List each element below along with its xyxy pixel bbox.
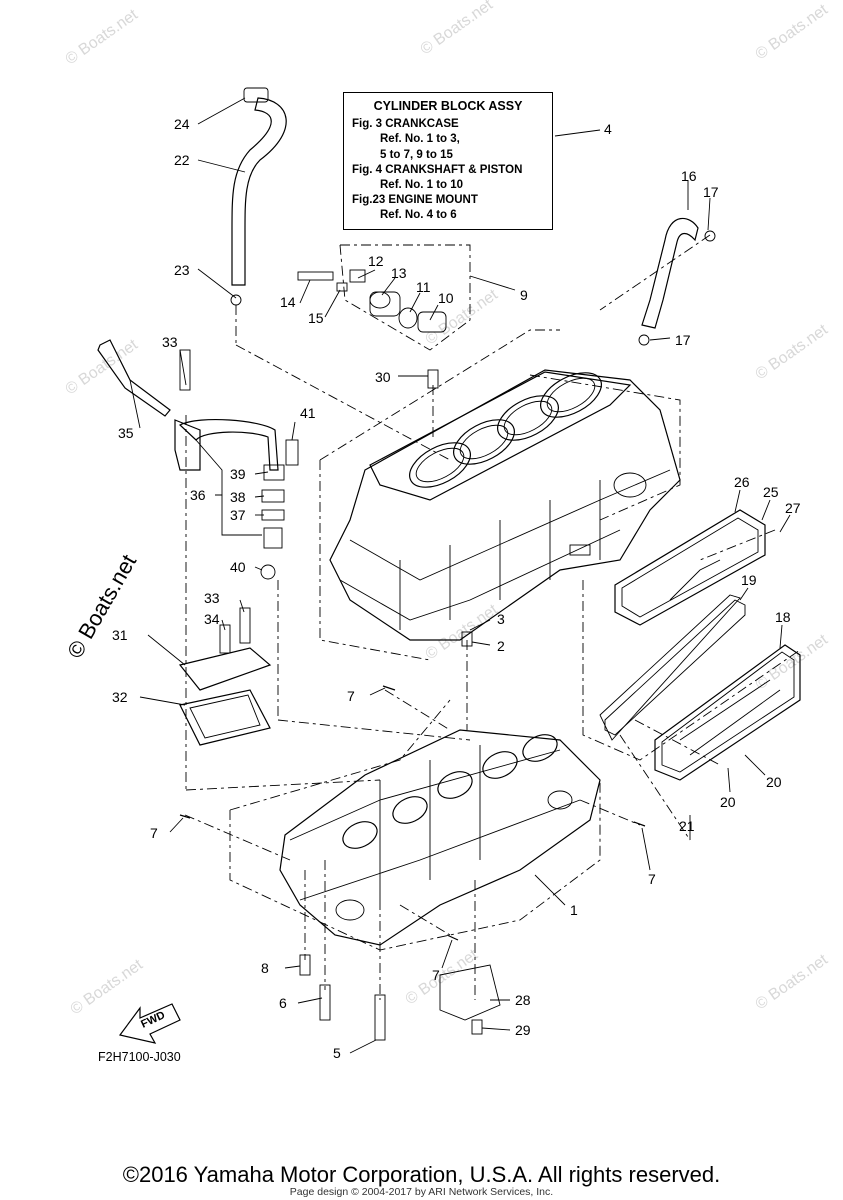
callout-3: 3 <box>497 611 505 627</box>
side-covers <box>599 509 801 781</box>
callout-17: 17 <box>675 332 691 348</box>
callout-35: 35 <box>118 425 134 441</box>
callout-24: 24 <box>174 116 190 132</box>
hoses-and-fittings <box>97 87 716 1041</box>
callout-22: 22 <box>174 152 190 168</box>
info-line: Ref. No. 1 to 3, <box>380 133 460 146</box>
callout-31: 31 <box>112 627 128 643</box>
callout-18: 18 <box>775 609 791 625</box>
copyright-notice: ©2016 Yamaha Motor Corporation, U.S.A. A… <box>122 1162 721 1187</box>
callout-17: 17 <box>703 184 719 200</box>
callout-19: 19 <box>741 572 757 588</box>
callout-41: 41 <box>300 405 316 421</box>
callout-7: 7 <box>150 825 158 841</box>
callout-16: 16 <box>681 168 697 184</box>
callout-28: 28 <box>515 992 531 1008</box>
reference-info-box: CYLINDER BLOCK ASSY Fig. 3 CRANKCASE Ref… <box>343 92 553 230</box>
info-box-title: CYLINDER BLOCK ASSY <box>373 99 523 113</box>
callout-25: 25 <box>763 484 779 500</box>
callout-12: 12 <box>368 253 384 269</box>
callout-37: 37 <box>230 507 246 523</box>
callout-36: 36 <box>190 487 206 503</box>
callout-numbers: 1 2 3 4 5 6 7 7 7 7 8 9 10 11 12 13 14 1… <box>112 116 801 1061</box>
callout-39: 39 <box>230 466 246 482</box>
callout-20: 20 <box>720 794 736 810</box>
callout-4: 4 <box>604 121 612 137</box>
info-line: 5 to 7, 9 to 15 <box>380 148 453 161</box>
callout-8: 8 <box>261 960 269 976</box>
callout-6: 6 <box>279 995 287 1011</box>
cylinder-block <box>329 369 681 641</box>
callout-20: 20 <box>766 774 782 790</box>
watermark: © Boats.net <box>68 956 147 1018</box>
callout-7: 7 <box>648 871 656 887</box>
callout-29: 29 <box>515 1022 531 1038</box>
callout-11: 11 <box>416 279 431 295</box>
info-line: Ref. No. 1 to 10 <box>380 179 464 192</box>
watermark: © Boats.net <box>753 951 832 1013</box>
figure-code: F2H7100-J030 <box>98 1050 181 1064</box>
connector-lines <box>184 234 776 1000</box>
callout-38: 38 <box>230 489 246 505</box>
callout-leaders <box>129 97 791 1054</box>
callout-7: 7 <box>432 967 440 983</box>
crankcase <box>279 729 601 946</box>
info-line: Fig. 4 CRANKSHAFT & PISTON <box>352 163 523 176</box>
info-line: Fig. 3 CRANKCASE <box>352 118 459 131</box>
watermark: © Boats.net <box>403 946 482 1008</box>
callout-10: 10 <box>438 290 454 306</box>
watermark: © Boats.net <box>753 321 832 383</box>
watermark: © Boats.net <box>63 336 142 398</box>
callout-33: 33 <box>162 334 178 350</box>
callout-34: 34 <box>204 611 220 627</box>
callout-40: 40 <box>230 559 246 575</box>
callout-1: 1 <box>570 902 578 918</box>
callout-14: 14 <box>280 294 296 310</box>
callout-9: 9 <box>520 287 528 303</box>
page-design-notice: Page design © 2004-2017 by ARI Network S… <box>289 1186 554 1198</box>
callout-32: 32 <box>112 689 128 705</box>
callout-2: 2 <box>497 638 505 654</box>
info-line: Ref. No. 4 to 6 <box>380 209 457 222</box>
fwd-arrow: FWD <box>118 1003 181 1044</box>
callout-13: 13 <box>391 265 407 281</box>
callout-27: 27 <box>785 500 801 516</box>
callout-15: 15 <box>308 310 324 326</box>
info-line: Fig.23 ENGINE MOUNT <box>352 194 478 207</box>
watermark: © Boats.net <box>63 6 142 68</box>
watermark: © Boats.net <box>423 286 502 348</box>
watermark: © Boats.net <box>753 1 832 63</box>
callout-7: 7 <box>347 688 355 704</box>
callout-21: 21 <box>679 818 695 834</box>
watermark: © Boats.net <box>418 0 497 58</box>
callout-5: 5 <box>333 1045 341 1061</box>
callout-23: 23 <box>174 262 190 278</box>
callout-33: 33 <box>204 590 220 606</box>
callout-30: 30 <box>375 369 391 385</box>
assembly-outlines <box>229 244 801 951</box>
callout-26: 26 <box>734 474 750 490</box>
